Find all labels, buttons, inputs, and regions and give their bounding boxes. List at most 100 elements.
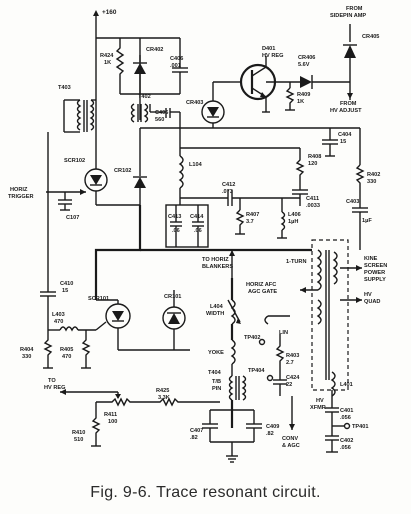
svg-text:C411: C411 bbox=[306, 196, 319, 202]
svg-text:CR405: CR405 bbox=[362, 34, 379, 40]
svg-text:POWER: POWER bbox=[364, 270, 385, 276]
resistor-r405: R405 470 bbox=[60, 330, 91, 369]
figure-caption: Fig. 9-6. Trace resonant circuit. bbox=[90, 484, 321, 501]
svg-text:T/B: T/B bbox=[212, 379, 221, 385]
resistor-r407: R407 3.7 bbox=[235, 198, 259, 235]
capacitor-c401: C401 .056 bbox=[325, 402, 353, 430]
svg-text:C424: C424 bbox=[286, 375, 300, 381]
svg-text:L104: L104 bbox=[189, 162, 203, 168]
lin-coil: LIN bbox=[264, 315, 290, 336]
resistor-r403: R403 2.7 bbox=[275, 334, 299, 372]
svg-text:L401: L401 bbox=[340, 382, 353, 388]
diode-cr406: CR406 5.6V bbox=[266, 55, 350, 89]
hv-transformer: 1-TURN HV XFMR bbox=[286, 239, 349, 411]
svg-text:560: 560 bbox=[155, 117, 164, 123]
svg-text:C403: C403 bbox=[346, 199, 359, 205]
svg-text:L404: L404 bbox=[210, 304, 224, 310]
svg-text:1-TURN: 1-TURN bbox=[286, 259, 307, 265]
svg-text:& AGC: & AGC bbox=[282, 443, 300, 449]
svg-text:R409: R409 bbox=[297, 92, 310, 98]
svg-text:.82: .82 bbox=[190, 435, 198, 441]
inductor-l403: L403 470 bbox=[48, 312, 96, 332]
svg-text:R408: R408 bbox=[308, 154, 321, 160]
hv-quad-output: HV QUAD bbox=[340, 292, 380, 305]
capacitor-c402: C402 .056 bbox=[325, 430, 353, 453]
svg-text:TP404: TP404 bbox=[248, 368, 265, 374]
svg-text:.06: .06 bbox=[194, 228, 202, 234]
resistor-r404: R404 330 bbox=[20, 330, 53, 369]
svg-text:C404: C404 bbox=[338, 132, 352, 138]
svg-text:SCR101: SCR101 bbox=[88, 296, 109, 302]
svg-text:330: 330 bbox=[22, 354, 31, 360]
conv-agc-output: CONV & AGC bbox=[282, 396, 300, 449]
svg-text:R405: R405 bbox=[60, 347, 73, 353]
scr-scr102: SCR102 bbox=[64, 155, 108, 205]
svg-text:R425: R425 bbox=[156, 388, 169, 394]
svg-text:C409: C409 bbox=[266, 424, 279, 430]
svg-text:R407: R407 bbox=[246, 212, 259, 218]
horiz-afc-agc-gate: HORIZ AFC AGC GATE bbox=[246, 282, 318, 295]
svg-text:1µF: 1µF bbox=[362, 218, 372, 224]
svg-text:2.7: 2.7 bbox=[286, 360, 294, 366]
capacitor-c406: C406 .001 bbox=[120, 55, 188, 95]
svg-text:C402: C402 bbox=[340, 438, 353, 444]
inductor-l104: L104 bbox=[178, 128, 203, 205]
svg-text:.056: .056 bbox=[340, 445, 351, 451]
scr-scr101: SCR101 bbox=[88, 296, 131, 350]
svg-text:PIN: PIN bbox=[212, 386, 221, 392]
svg-text:SCREEN: SCREEN bbox=[364, 263, 387, 269]
capacitor-c413-c414: C413 .06 C414 .06 bbox=[165, 204, 209, 248]
svg-text:TO HORIZ: TO HORIZ bbox=[202, 257, 229, 263]
svg-text:CR102: CR102 bbox=[114, 168, 131, 174]
svg-text:FROM: FROM bbox=[340, 101, 357, 107]
svg-text:L403: L403 bbox=[52, 312, 65, 318]
svg-text:1µH: 1µH bbox=[288, 219, 298, 225]
svg-text:HV REG: HV REG bbox=[262, 53, 283, 59]
svg-text:TRIGGER: TRIGGER bbox=[8, 194, 33, 200]
capacitor-c407: C407 .82 bbox=[190, 400, 234, 442]
transformer-t402: T402 C405 560 bbox=[130, 94, 181, 128]
svg-text:D401: D401 bbox=[262, 46, 275, 52]
svg-text:.073: .073 bbox=[222, 189, 233, 195]
svg-text:CR101: CR101 bbox=[164, 294, 181, 300]
svg-text:510: 510 bbox=[74, 437, 83, 443]
svg-text:470: 470 bbox=[54, 319, 63, 325]
svg-text:CR403: CR403 bbox=[186, 100, 203, 106]
horiz-trigger-input: HORIZ TRIGGER bbox=[8, 187, 86, 200]
svg-text:SCR102: SCR102 bbox=[64, 158, 85, 164]
svg-text:WIDTH: WIDTH bbox=[206, 311, 224, 317]
svg-text:SUPPLY: SUPPLY bbox=[364, 277, 386, 283]
capacitor-c403: C403 1µF bbox=[346, 198, 372, 250]
svg-text:R411: R411 bbox=[104, 412, 117, 418]
svg-text:TP402: TP402 bbox=[244, 335, 260, 341]
svg-text:L406: L406 bbox=[288, 212, 301, 218]
svg-text:15: 15 bbox=[62, 288, 68, 294]
resistor-r409: R409 1K bbox=[285, 82, 310, 111]
svg-text:22: 22 bbox=[286, 382, 292, 388]
diode-cr402: CR402 bbox=[133, 47, 163, 94]
svg-text:15: 15 bbox=[340, 139, 346, 145]
svg-text:1K: 1K bbox=[104, 60, 111, 66]
svg-text:330: 330 bbox=[367, 179, 376, 185]
transformer-t404: T404 T/B PIN bbox=[208, 364, 247, 401]
svg-text:T404: T404 bbox=[208, 370, 222, 376]
svg-text:LIN: LIN bbox=[279, 330, 288, 336]
svg-text:C401: C401 bbox=[340, 408, 353, 414]
kine-screen-output: KINE SCREEN POWER SUPPLY bbox=[340, 256, 387, 283]
capacitor-c410: C410 15 bbox=[40, 132, 73, 330]
supply-rail: +160 bbox=[93, 9, 181, 155]
svg-text:C406: C406 bbox=[170, 56, 183, 62]
main-bus bbox=[94, 204, 312, 300]
svg-text:C107: C107 bbox=[66, 215, 79, 221]
svg-text:HORIZ: HORIZ bbox=[10, 187, 28, 193]
resistor-r424: R424 1K bbox=[100, 38, 125, 94]
svg-text:TP401: TP401 bbox=[352, 424, 368, 430]
inductor-l404: L404 WIDTH bbox=[206, 278, 241, 325]
transistor-d401: D401 HV REG bbox=[230, 46, 283, 113]
capacitor-c404: C404 15 bbox=[322, 128, 352, 157]
svg-text:.06: .06 bbox=[172, 228, 180, 234]
inductor-l401: L401 bbox=[330, 371, 353, 402]
svg-text:BLANKERS: BLANKERS bbox=[202, 264, 233, 270]
